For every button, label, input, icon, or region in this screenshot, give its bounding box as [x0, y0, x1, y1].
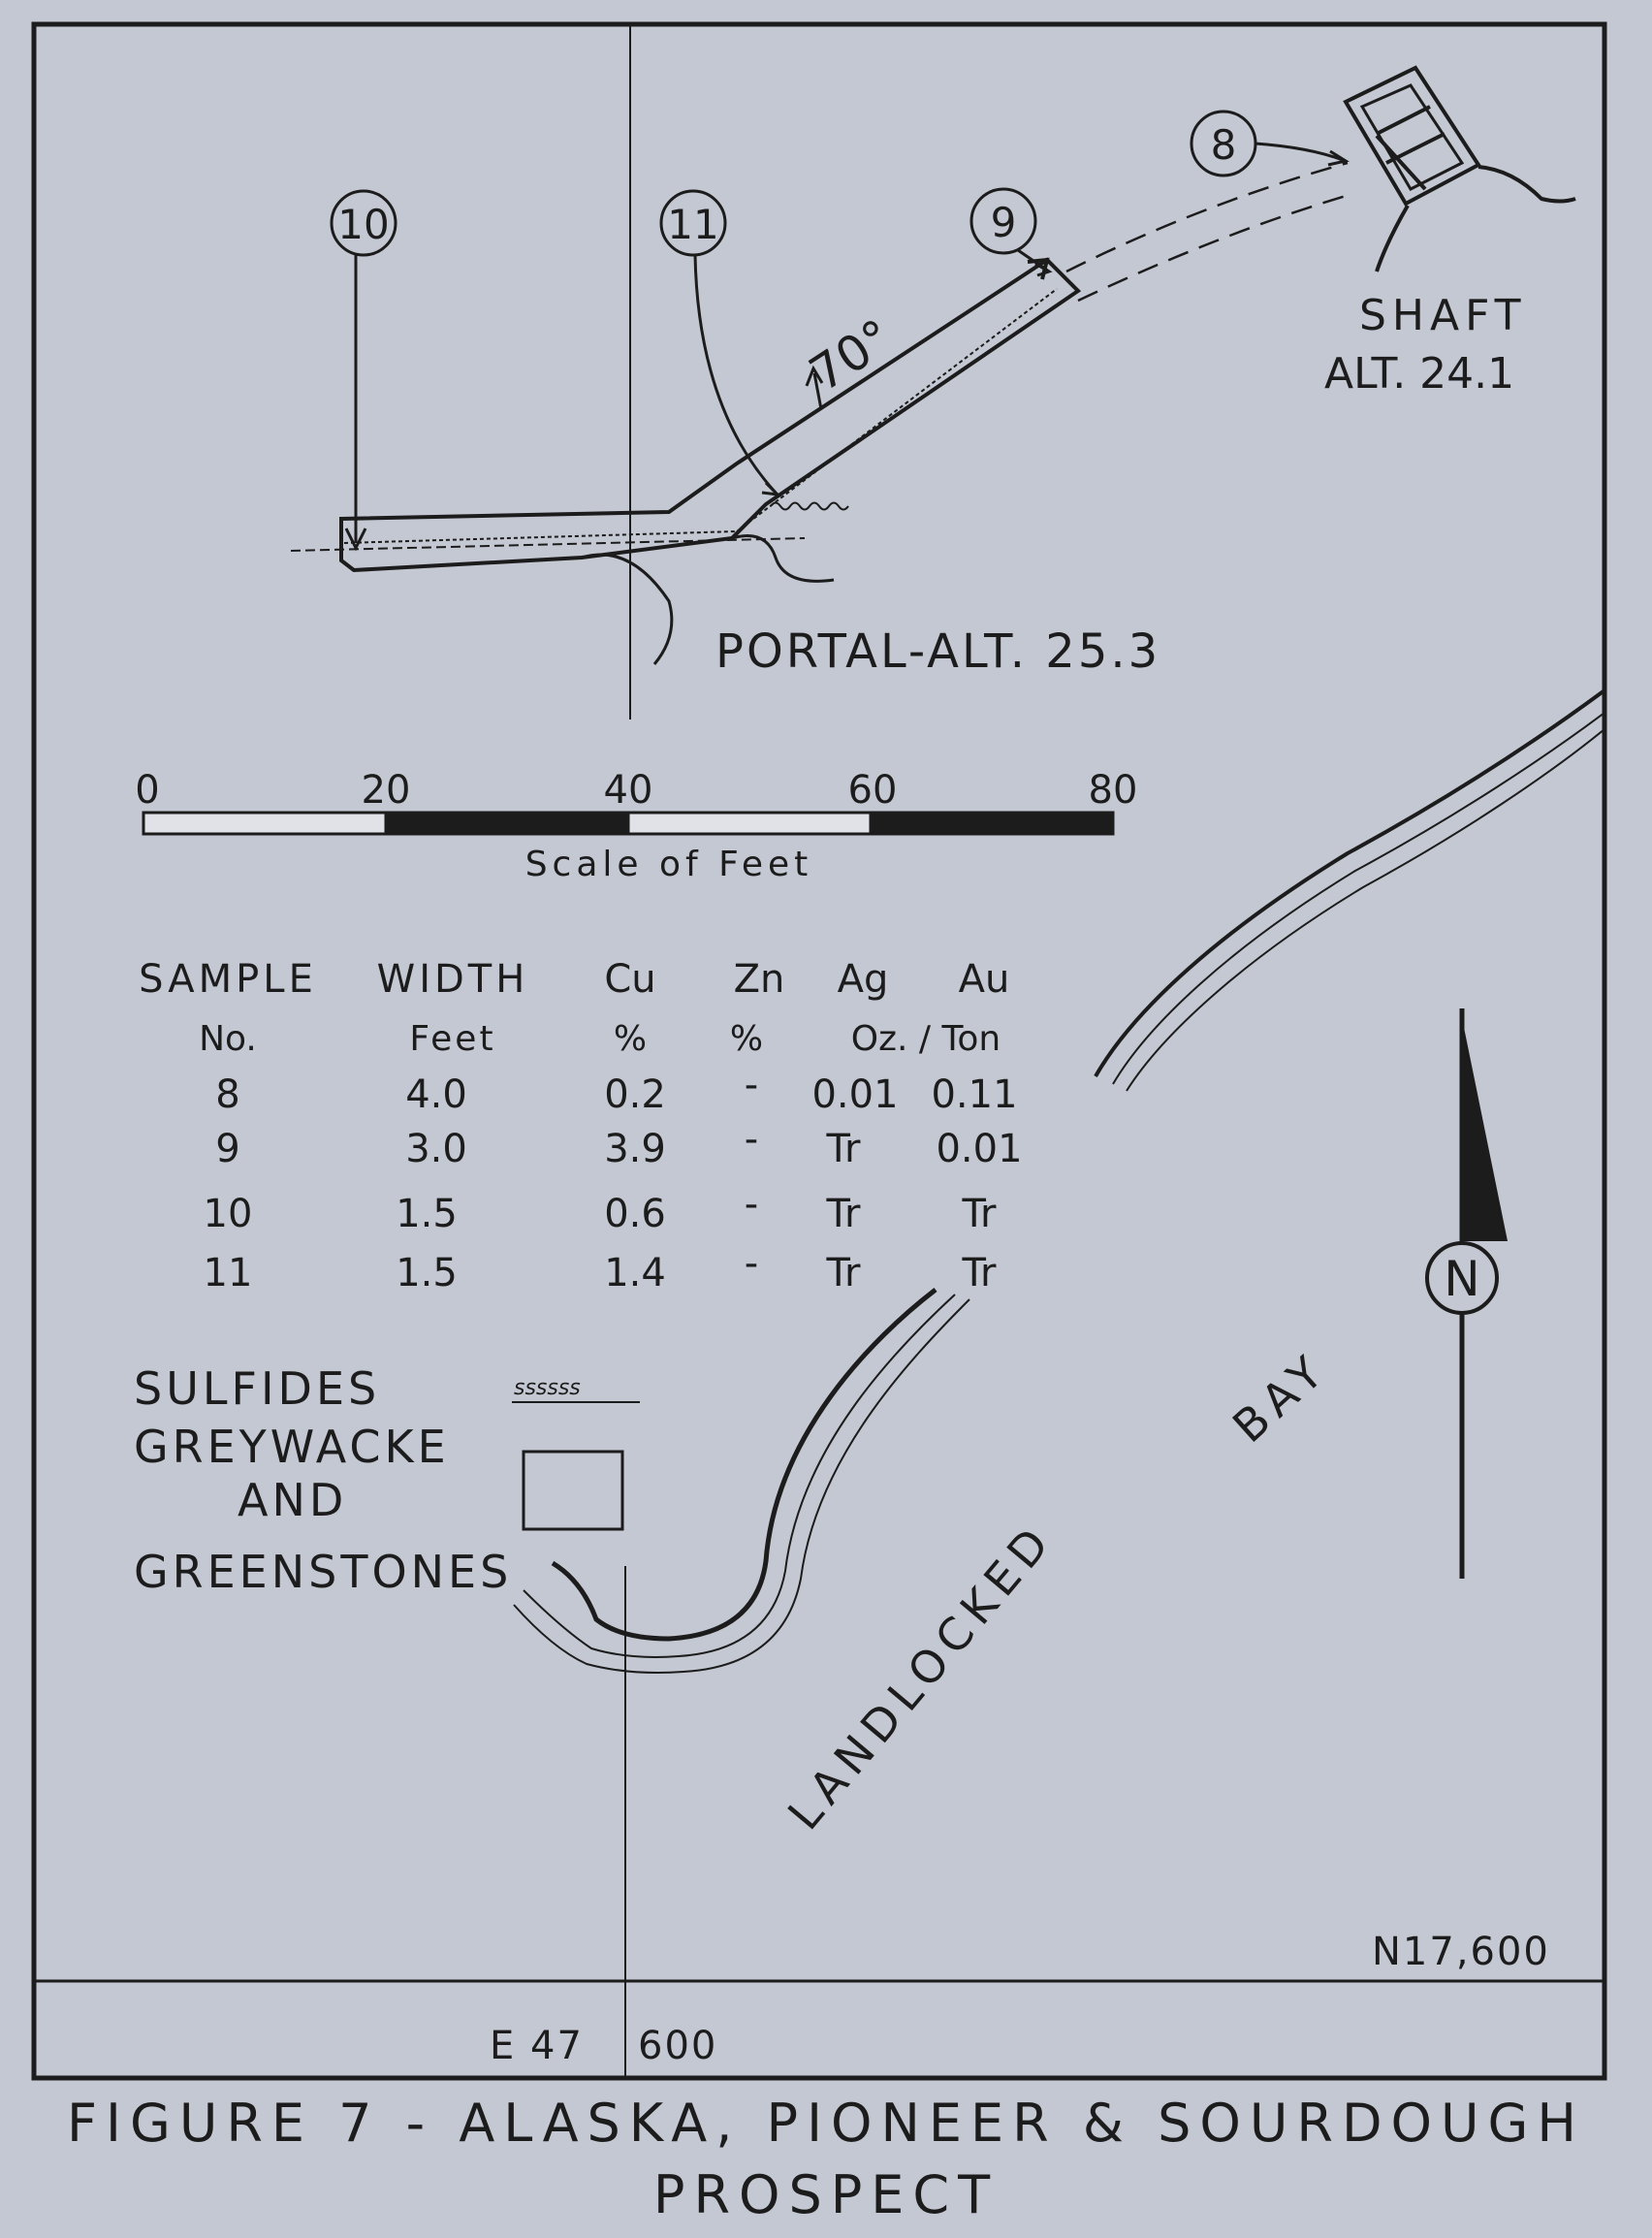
legend-sulfides-label: SULFIDES	[134, 1362, 380, 1415]
tunnel-workings	[339, 257, 1082, 573]
legend-sulfides-symbol: ssssss	[514, 1376, 581, 1400]
sample-marker-8: 8	[1211, 121, 1237, 169]
row-9-sample: 9	[215, 1127, 239, 1171]
subheader-zn-pct: %	[730, 1019, 763, 1059]
row-10-ag: Tr	[826, 1192, 862, 1236]
row-10-au: Tr	[962, 1192, 998, 1236]
subheader-oz-ton: Oz. / Ton	[851, 1019, 1001, 1059]
row-9-ag: Tr	[826, 1127, 862, 1171]
easting-left-label: E 47	[490, 2024, 584, 2068]
row-8-cu: 0.2	[604, 1072, 666, 1117]
northing-label: N17,600	[1372, 1930, 1550, 1974]
easting-right-label: 600	[638, 2024, 717, 2068]
subheader-no: No.	[199, 1019, 257, 1059]
scale-tick-60: 60	[848, 768, 898, 813]
figure-caption-line2: PROSPECT	[652, 2164, 1000, 2225]
row-10-zn: -	[745, 1182, 758, 1227]
shoreline-east	[1094, 688, 1606, 1092]
subheader-feet: Feet	[409, 1019, 495, 1059]
legend-greenstones-label: GREENSTONES	[134, 1546, 512, 1598]
row-8-ag: 0.01	[811, 1072, 898, 1117]
dip-arrow	[805, 365, 824, 410]
row-10-sample: 10	[204, 1192, 253, 1236]
col-header-ag: Ag	[838, 957, 889, 1002]
row-8-zn: -	[745, 1063, 758, 1107]
row-8-sample: 8	[215, 1072, 239, 1117]
dip-angle-label: 70°	[800, 308, 903, 402]
portal-altitude-label: PORTAL-ALT. 25.3	[715, 624, 1160, 679]
row-11-ag: Tr	[826, 1251, 862, 1295]
legend: SULFIDES ssssss GREYWACKE AND GREENSTONE…	[134, 1362, 640, 1598]
shaft-label: SHAFT	[1359, 291, 1527, 340]
shaft-altitude-label: ALT. 24.1	[1324, 349, 1514, 399]
assay-table: SAMPLE WIDTH Cu Zn Ag Au No. Feet % % Oz…	[139, 957, 1022, 1295]
row-10-cu: 0.6	[604, 1192, 666, 1236]
north-letter: N	[1444, 1251, 1479, 1307]
map-frame	[31, 21, 1607, 2081]
row-10-width: 1.5	[396, 1192, 458, 1236]
sample-marker-9: 9	[991, 199, 1017, 246]
col-header-width: WIDTH	[377, 957, 529, 1002]
row-11-cu: 1.4	[604, 1251, 666, 1295]
scale-bar	[142, 811, 1115, 836]
legend-greywacke-label: GREYWACKE	[134, 1421, 450, 1473]
legend-greywacke-swatch	[522, 1450, 624, 1531]
scale-tick-40: 40	[604, 768, 653, 813]
col-header-cu: Cu	[604, 957, 655, 1002]
portal-outcrop	[581, 534, 835, 665]
figure-caption-line1: FIGURE 7 - ALASKA, PIONEER & SOURDOUGH	[66, 2093, 1586, 2154]
subheader-cu-pct: %	[614, 1019, 647, 1059]
sample-marker-11: 11	[667, 201, 718, 248]
sample-markers	[330, 110, 1350, 552]
row-9-width: 3.0	[405, 1127, 467, 1171]
row-8-width: 4.0	[405, 1072, 467, 1117]
north-arrow-icon	[1425, 1008, 1508, 1579]
grid-lines	[624, 24, 631, 2078]
row-11-width: 1.5	[396, 1251, 458, 1295]
row-9-cu: 3.9	[604, 1127, 666, 1171]
bay-label: BAY	[1223, 1341, 1338, 1453]
shoreline-south	[513, 1288, 970, 1674]
scale-tick-0: 0	[135, 768, 159, 813]
scale-tick-80: 80	[1089, 768, 1138, 813]
scale-caption: Scale of Feet	[525, 845, 813, 884]
col-header-au: Au	[959, 957, 1010, 1002]
col-header-sample: SAMPLE	[139, 957, 317, 1002]
row-11-zn: -	[745, 1241, 758, 1286]
legend-and-label: AND	[238, 1474, 347, 1526]
row-11-sample: 11	[204, 1251, 253, 1295]
shaft-connection	[1065, 161, 1353, 303]
shaft-icon	[1343, 65, 1576, 272]
sample-marker-10: 10	[337, 201, 389, 248]
scale-tick-20: 20	[362, 768, 411, 813]
row-11-au: Tr	[962, 1251, 998, 1295]
row-8-au: 0.11	[931, 1072, 1017, 1117]
sulfide-vein	[290, 288, 1058, 552]
landlocked-label: LANDLOCKED	[778, 1513, 1064, 1839]
col-header-zn: Zn	[734, 957, 785, 1002]
row-9-au: 0.01	[936, 1127, 1022, 1171]
row-9-zn: -	[745, 1117, 758, 1162]
